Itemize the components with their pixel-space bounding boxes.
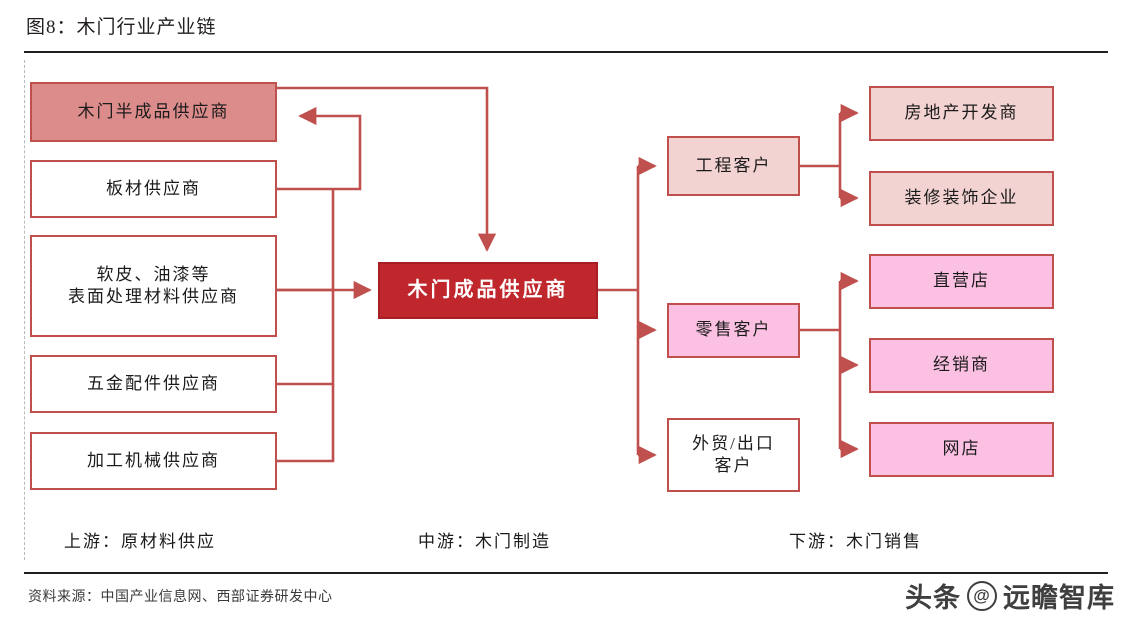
- node-label: 木门半成品供应商: [77, 101, 230, 121]
- title-divider-top: [24, 51, 1108, 53]
- node-online-store[interactable]: 网店: [869, 422, 1054, 477]
- node-machinery-supplier[interactable]: 加工机械供应商: [30, 432, 277, 490]
- node-label-line2: 表面处理材料供应商: [68, 287, 239, 306]
- node-label: 木门成品供应商: [407, 279, 569, 302]
- node-label-line1: 外贸/出口: [692, 433, 775, 453]
- node-panel-supplier[interactable]: 板材供应商: [30, 160, 277, 218]
- node-label: 房地产开发商: [904, 103, 1019, 123]
- stage-label-upstream: 上游：原材料供应: [64, 532, 216, 551]
- watermark-account: 远瞻智库: [1003, 583, 1115, 613]
- node-finished-door-supplier[interactable]: 木门成品供应商: [378, 262, 598, 319]
- node-surface-material-supplier[interactable]: 软皮、油漆等 表面处理材料供应商: [30, 235, 277, 337]
- stage-label-downstream: 下游：木门销售: [789, 532, 922, 551]
- node-label: 五金配件供应商: [87, 373, 220, 393]
- node-label: 板材供应商: [106, 178, 201, 198]
- node-dealer[interactable]: 经销商: [869, 338, 1054, 393]
- node-label: 网店: [942, 439, 981, 459]
- page-title: 图8：木门行业产业链: [26, 17, 217, 38]
- node-label: 直营店: [933, 271, 990, 291]
- stage-label-midstream: 中游：木门制造: [418, 532, 551, 551]
- left-dashed-guide: [24, 60, 25, 560]
- node-label: 经销商: [933, 355, 990, 375]
- node-retail-client[interactable]: 零售客户: [667, 303, 800, 358]
- node-export-client[interactable]: 外贸/出口 客户: [667, 418, 800, 492]
- title-divider-bottom: [24, 572, 1108, 574]
- node-label: 装修装饰企业: [904, 188, 1019, 208]
- source-note: 资料来源：中国产业信息网、西部证券研发中心: [28, 590, 333, 605]
- watermark: 头条 @ 远瞻智库: [905, 576, 1115, 615]
- node-label: 加工机械供应商: [87, 450, 220, 470]
- node-project-client[interactable]: 工程客户: [667, 136, 800, 196]
- node-semi-finished[interactable]: 木门半成品供应商: [30, 82, 277, 142]
- watermark-brand: 头条: [905, 583, 961, 613]
- node-label: 工程客户: [695, 155, 772, 175]
- node-label-line1: 软皮、油漆等: [96, 264, 211, 284]
- at-sign-icon: @: [967, 580, 997, 611]
- node-label: 零售客户: [695, 320, 772, 340]
- node-decoration-enterprise[interactable]: 装修装饰企业: [869, 171, 1054, 226]
- node-hardware-supplier[interactable]: 五金配件供应商: [30, 355, 277, 413]
- node-real-estate-developer[interactable]: 房地产开发商: [869, 86, 1054, 141]
- node-label-line2: 客户: [714, 456, 753, 475]
- node-direct-store[interactable]: 直营店: [869, 254, 1054, 309]
